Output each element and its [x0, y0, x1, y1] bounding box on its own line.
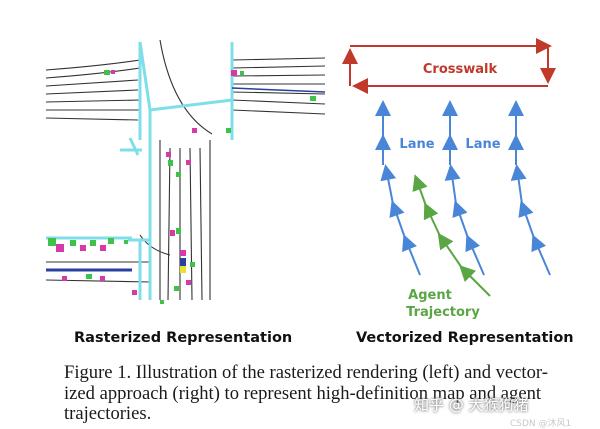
lane-label-right: Lane — [465, 137, 500, 152]
vectorized-map: Crosswalk Lane Lane Agent Trajectory — [342, 38, 556, 320]
lane-vectors — [375, 100, 551, 276]
lane-label-left: Lane — [399, 137, 434, 152]
watermark-faint: CSDN @沐风1 — [510, 419, 572, 429]
watermark: 知乎 @ 大猴狗猪 — [414, 396, 529, 414]
rasterized-map — [45, 39, 326, 304]
figure-caption: Figure 1. Illustration of the rasterized… — [64, 362, 600, 425]
rasterized-panel-label: Rasterized Representation — [74, 330, 293, 346]
vectorized-panel-label: Vectorized Representation — [356, 330, 574, 346]
agent-trajectory-vectors — [412, 174, 491, 297]
figure-graphic: Crosswalk Lane Lane Agent Trajectory — [45, 38, 556, 320]
figure: Crosswalk Lane Lane Agent Trajectory Ras… — [45, 38, 574, 346]
agent-label-line1: Agent — [408, 288, 452, 303]
caption-line-2: ized approach (right) to represent high-… — [64, 382, 542, 404]
crosswalk-label: Crosswalk — [423, 62, 498, 77]
caption-line-1: Figure 1. Illustration of the rasterized… — [64, 362, 548, 383]
raster-vehicles — [48, 70, 316, 304]
crosswalk-box — [342, 38, 556, 94]
agent-label-line2: Trajectory — [406, 305, 480, 320]
caption-line-3: trajectories. — [64, 403, 152, 424]
